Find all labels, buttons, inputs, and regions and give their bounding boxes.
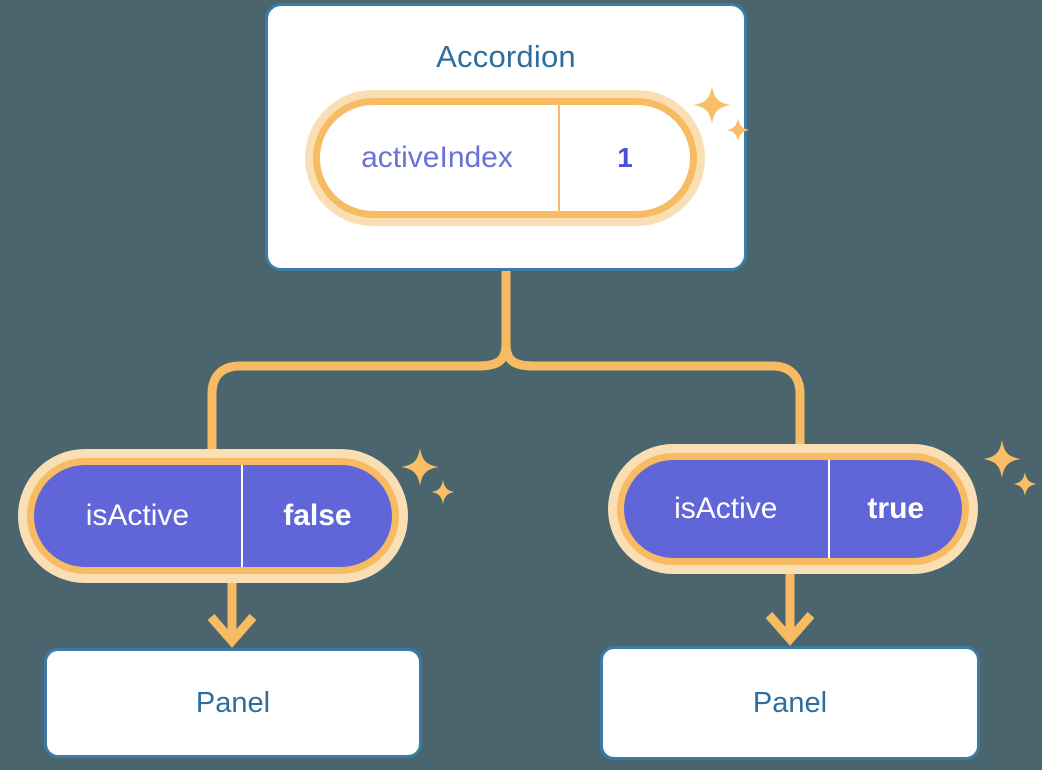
panel-card-right[interactable]: Panel <box>600 646 980 760</box>
left-prop-pill[interactable]: isActive false <box>27 458 399 574</box>
sparkle-icon-small <box>431 480 455 504</box>
sparkle-icon-large <box>983 440 1021 478</box>
prop-value-label: true <box>827 460 962 558</box>
panel-title: Panel <box>752 686 828 719</box>
right-prop-pill[interactable]: isActive true <box>617 453 969 565</box>
connector-branch-right <box>501 339 805 467</box>
state-value-label: 1 <box>558 105 690 211</box>
prop-pill-body[interactable]: isActive false <box>27 458 399 574</box>
arrow-down-icon-left <box>207 614 257 648</box>
sparkle-icon-group-left <box>401 448 455 504</box>
connector-branch-left <box>207 339 511 475</box>
state-key-label: activeIndex <box>361 141 513 174</box>
arrow-down-icon-right <box>765 612 815 646</box>
accordion-title: Accordion <box>436 39 576 74</box>
panel-card-left[interactable]: Panel <box>44 648 422 758</box>
panel-title: Panel <box>195 686 271 719</box>
accordion-state-pill[interactable]: activeIndex 1 <box>313 98 697 218</box>
sparkle-icon-small <box>1013 472 1037 496</box>
prop-key-label: isActive <box>674 492 778 525</box>
sparkle-icon-large <box>401 448 439 486</box>
prop-pill-body[interactable]: isActive true <box>617 453 969 565</box>
prop-key-label: isActive <box>85 499 190 532</box>
state-pill-body[interactable]: activeIndex 1 <box>313 98 697 218</box>
prop-value-label: false <box>240 465 392 567</box>
sparkle-icon-group-right <box>983 440 1037 496</box>
